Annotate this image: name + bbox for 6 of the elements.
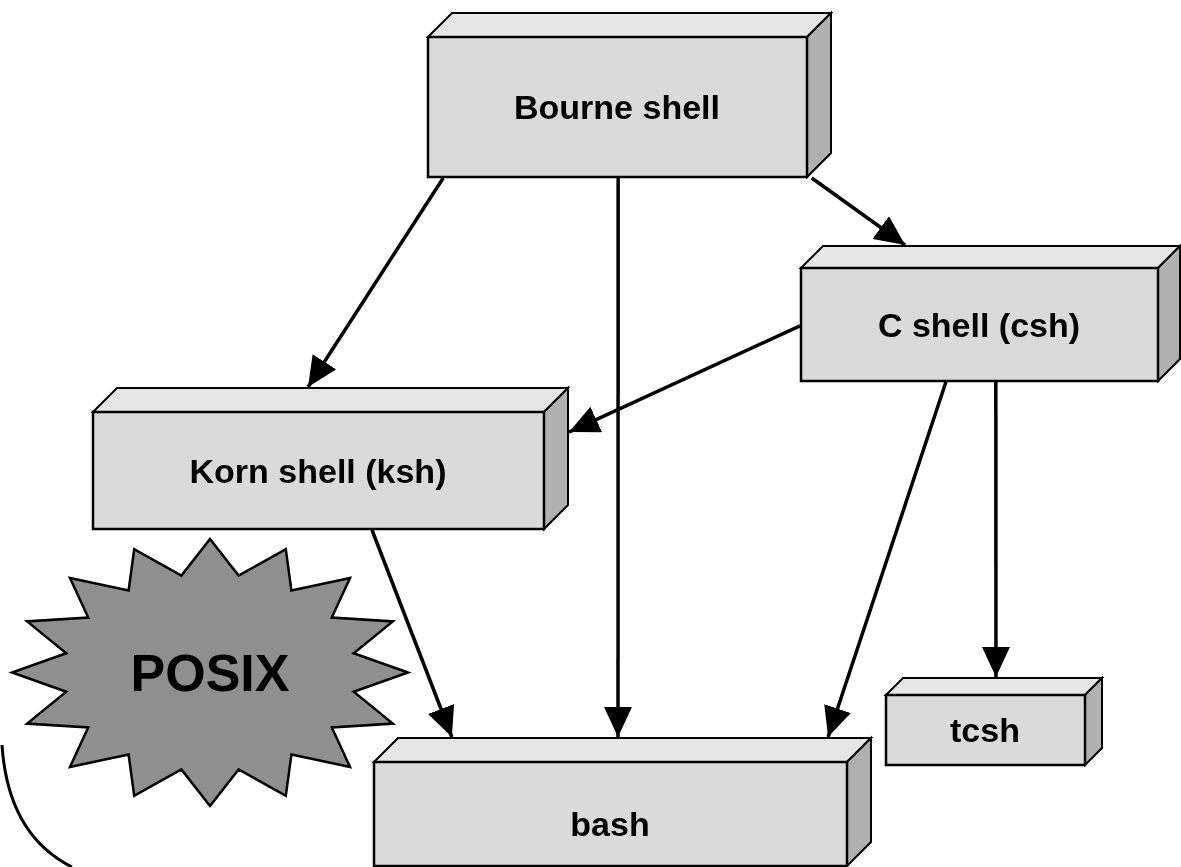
shell-name: Bourne shell bbox=[514, 88, 720, 127]
shell-name: C shell (csh) bbox=[877, 305, 1081, 345]
starburst-label: POSIX bbox=[130, 642, 290, 703]
shell-name: tcsh bbox=[950, 711, 1020, 750]
shell-name: Korn shell (ksh) bbox=[189, 451, 447, 491]
shell-name: bash bbox=[570, 805, 650, 844]
